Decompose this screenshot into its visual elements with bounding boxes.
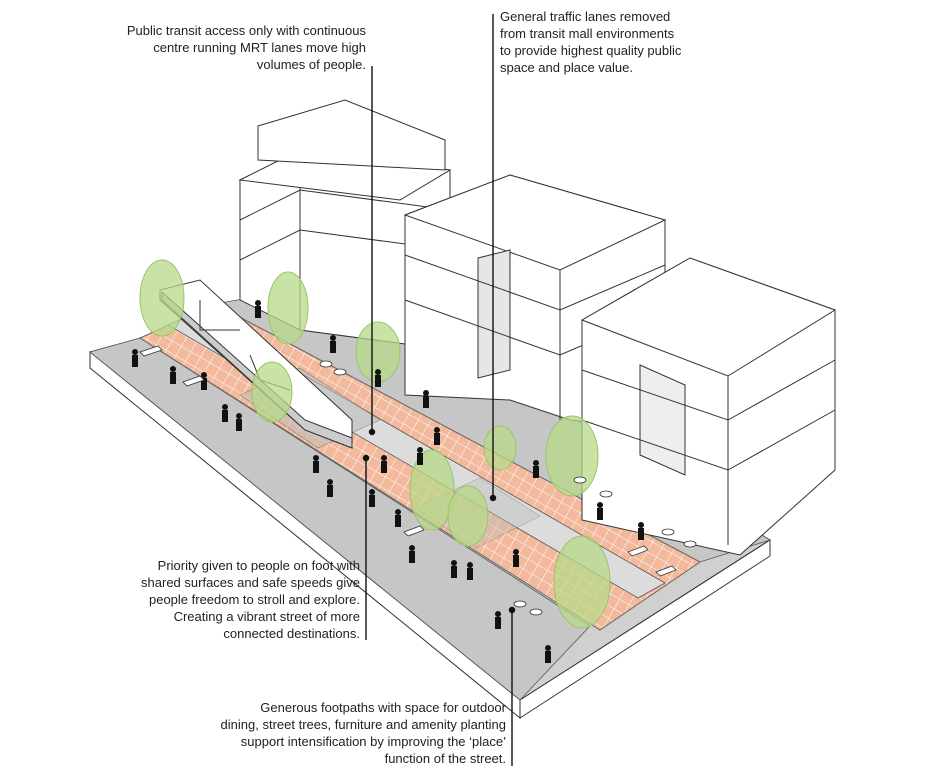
callout-footpaths-line-2: dining, street trees, furniture and amen… xyxy=(220,717,506,732)
callout-traffic-line-4: space and place value. xyxy=(500,60,633,75)
callout-footpaths-line-4: function of the street. xyxy=(384,751,506,766)
callout-traffic-line-2: from transit mall environments xyxy=(500,26,675,41)
callout-priority-line-2: shared surfaces and safe speeds give xyxy=(141,575,360,590)
outdoor-dining-tables xyxy=(319,360,697,616)
callout-transit-line-2: centre running MRT lanes move high xyxy=(153,40,366,55)
callout-footpaths-line-3: support intensification by improving the… xyxy=(240,734,506,749)
benches xyxy=(139,345,677,577)
callout-transit: Public transit access only with continuo… xyxy=(110,22,366,73)
callout-priority: Priority given to people on foot with sh… xyxy=(110,557,360,642)
callout-priority-line-4: Creating a vibrant street of more xyxy=(173,609,360,624)
pedestrians xyxy=(132,300,644,663)
building-right xyxy=(580,257,837,556)
callout-traffic: General traffic lanes removed from trans… xyxy=(500,8,720,76)
callout-footpaths-line-1: Generous footpaths with space for outdoo… xyxy=(260,700,506,715)
street-trees xyxy=(139,259,611,629)
callout-priority-line-3: people freedom to stroll and explore. xyxy=(148,592,360,607)
callout-transit-line-1: Public transit access only with continuo… xyxy=(126,23,366,38)
callout-footpaths: Generous footpaths with space for outdoo… xyxy=(196,699,506,767)
callout-traffic-line-1: General traffic lanes removed xyxy=(500,9,671,24)
leader-lines xyxy=(362,14,516,766)
callout-priority-line-1: Priority given to people on foot with xyxy=(157,558,360,573)
callout-transit-line-3: volumes of people. xyxy=(256,57,366,72)
callout-traffic-line-3: to provide highest quality public xyxy=(500,43,682,58)
callout-priority-line-5: connected destinations. xyxy=(223,626,360,641)
